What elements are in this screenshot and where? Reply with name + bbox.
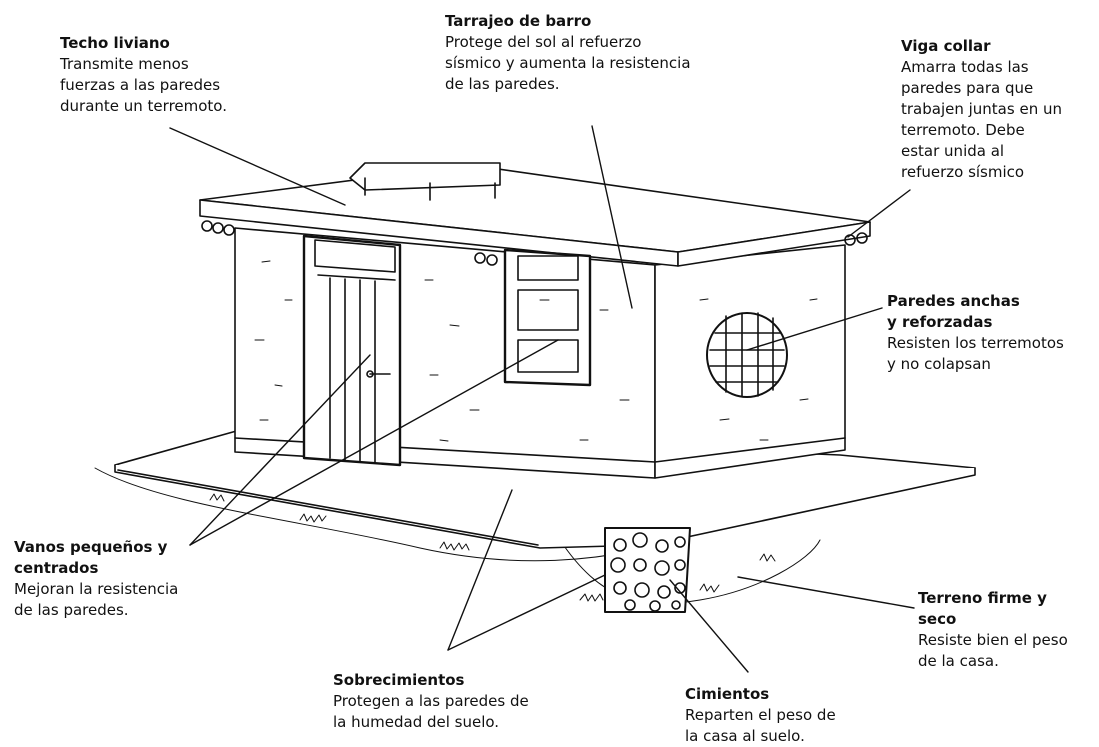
label-line: de la casa. <box>918 652 999 670</box>
label-line: Protegen a las paredes de <box>333 692 529 710</box>
label-line: fuerzas a las paredes <box>60 76 221 94</box>
label-line: durante un terremoto. <box>60 97 227 115</box>
label-line: la humedad del suelo. <box>333 713 500 731</box>
label-title: Tarrajeo de barro <box>445 12 592 30</box>
label-title: Viga collar <box>901 37 991 55</box>
label-line: Resisten los terremotos <box>887 334 1064 352</box>
label-line: refuerzo sísmico <box>901 163 1025 181</box>
label-line: terremoto. Debe <box>901 121 1025 139</box>
label-title: Vanos pequeños y <box>14 538 168 556</box>
label-vanos: Vanos pequeños y centrados Mejoran la re… <box>14 537 178 621</box>
label-title: Techo liviano <box>60 34 170 52</box>
label-viga-collar: Viga collar Amarra todas las paredes par… <box>901 36 1062 183</box>
label-line: de las paredes. <box>445 75 560 93</box>
label-title: Cimientos <box>685 685 770 703</box>
label-paredes: Paredes anchas y reforzadas Resisten los… <box>887 291 1064 375</box>
label-line: Resiste bien el peso <box>918 631 1068 649</box>
label-title: seco <box>918 610 957 628</box>
label-tarrajeo: Tarrajeo de barro Protege del sol al ref… <box>445 11 691 95</box>
label-line: de las paredes. <box>14 601 129 619</box>
label-terreno: Terreno firme y seco Resiste bien el pes… <box>918 588 1068 672</box>
foundation-stones <box>604 527 691 613</box>
label-line: y no colapsan <box>887 355 991 373</box>
label-line: Mejoran la resistencia <box>14 580 179 598</box>
window <box>503 248 592 387</box>
wall-texture <box>254 260 818 442</box>
label-line: la casa al suelo. <box>685 727 805 745</box>
reinforcement-mesh <box>706 312 788 398</box>
door <box>302 234 402 467</box>
label-title: Paredes anchas <box>887 292 1020 310</box>
label-techo-liviano: Techo liviano Transmite menos fuerzas a … <box>60 33 227 117</box>
label-line: paredes para que <box>901 79 1034 97</box>
label-line: Protege del sol al refuerzo <box>445 33 642 51</box>
label-line: Amarra todas las <box>901 58 1029 76</box>
leader-lines <box>169 125 915 673</box>
label-line: Reparten el peso de <box>685 706 836 724</box>
label-line: Transmite menos <box>60 55 189 73</box>
label-title: centrados <box>14 559 99 577</box>
roof <box>199 162 871 267</box>
label-title: Terreno firme y <box>918 589 1047 607</box>
label-title: y reforzadas <box>887 313 993 331</box>
label-sobrecimientos: Sobrecimientos Protegen a las paredes de… <box>333 670 529 733</box>
label-title: Sobrecimientos <box>333 671 465 689</box>
label-line: trabajen juntas en un <box>901 100 1062 118</box>
label-line: estar unida al <box>901 142 1005 160</box>
label-line: sísmico y aumenta la resistencia <box>445 54 691 72</box>
label-cimientos: Cimientos Reparten el peso de la casa al… <box>685 684 836 747</box>
